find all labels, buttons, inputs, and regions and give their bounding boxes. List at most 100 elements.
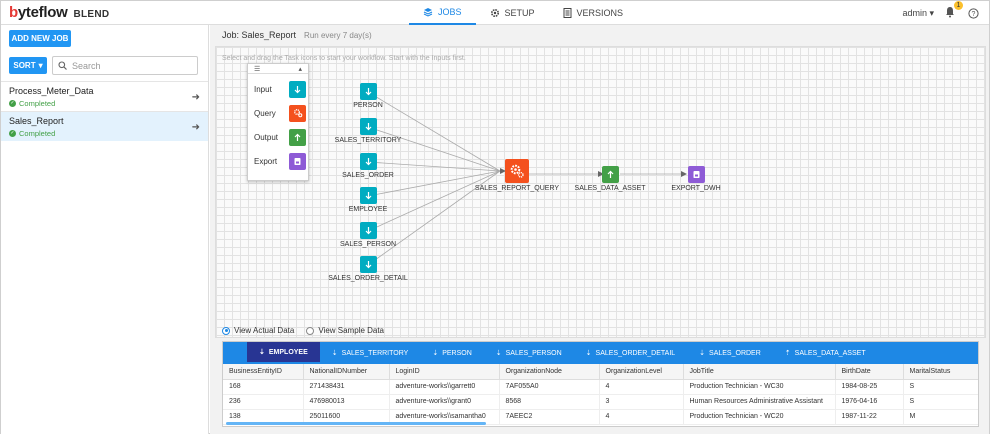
table-cell: S [903,394,978,410]
node-label: SALES_ORDER [342,172,394,179]
svg-text:?: ? [972,11,976,18]
job-list: Process_Meter_Data ✓Completed ➜ Sales_Re… [1,81,208,141]
data-tab-employee[interactable]: ⇣EMPLOYEE [247,342,320,364]
data-tab-sales-person[interactable]: ⇣SALES_PERSON [484,342,574,364]
data-table: BusinessEntityID NationalIDNumber LoginI… [223,364,978,425]
job-name: Process_Meter_Data [9,86,94,96]
column-header[interactable]: OrganizationLevel [599,364,684,380]
arrow-down-icon: ⇣ [432,350,439,357]
table-cell: adventure-works\\garrett0 [389,379,500,395]
workflow-node-input[interactable]: SALES_PERSON [319,222,417,248]
database-icon[interactable] [289,152,306,170]
palette-item-input[interactable]: Input [254,80,306,98]
data-tab-person[interactable]: ⇣PERSON [420,342,483,364]
column-header[interactable]: MaritalStatus [903,364,978,380]
nav-tab-label: VERSIONS [576,8,624,18]
job-status: ✓Completed [9,129,200,138]
palette-item-label: Output [254,132,279,142]
node-label: SALES_PERSON [339,241,397,248]
table-cell: 1984-08-25 [835,379,904,395]
job-item-sales-report[interactable]: Sales_Report ✓Completed ➜ [1,111,208,141]
sort-label: SORT [13,61,36,70]
arrow-down-icon: ⇣ [585,350,592,357]
table-cell: Production Technician - WC30 [683,379,836,395]
user-menu[interactable]: admin ▾ [902,8,934,19]
nav-tab-versions[interactable]: VERSIONS [549,1,638,25]
question-circle-icon[interactable]: ? [968,7,979,19]
user-area: admin ▾ 1 ? [902,1,979,25]
workflow-node-output[interactable]: SALES_DATA_ASSET [570,166,650,192]
nav-tab-setup[interactable]: SETUP [476,1,549,25]
horizontal-scrollbar[interactable] [226,422,486,425]
column-header[interactable]: OrganizationNode [499,364,600,380]
caret-up-icon[interactable]: ▴ [298,65,302,73]
workflow-node-export[interactable]: EXPORT_DWH [661,166,731,192]
data-tab-sales-data-asset[interactable]: ⇡SALES_DATA_ASSET [773,342,878,364]
workflow-node-input[interactable]: SALES_TERRITORY [319,118,417,144]
view-sample-data-radio[interactable]: View Sample Data [306,326,384,335]
arrow-up-icon [601,166,619,183]
column-header[interactable]: BirthDate [835,364,904,380]
node-label: EMPLOYEE [348,206,388,213]
arrow-down-icon: ⇣ [699,350,706,357]
table-cell: 168 [223,379,304,395]
check-circle-icon: ✓ [9,100,16,107]
job-status: ✓Completed [9,99,200,108]
data-tab-sales-territory[interactable]: ⇣SALES_TERRITORY [320,342,421,364]
table-row[interactable]: 236 476980013 adventure-works\\grant0 85… [223,394,978,410]
add-new-job-button[interactable]: ADD NEW JOB [9,30,71,47]
column-header[interactable]: JobTitle [683,364,836,380]
workflow-canvas[interactable]: Select and drag the Task icons to start … [215,46,986,338]
job-item-process-meter-data[interactable]: Process_Meter_Data ✓Completed ➜ [1,81,208,111]
table-cell: 8568 [499,394,600,410]
gears-icon[interactable] [289,104,306,122]
table-cell: M [903,409,978,425]
table-row[interactable]: 138 25011600 adventure-works\\samantha0 … [223,409,978,425]
notifications-button[interactable]: 1 [944,1,963,20]
main-nav: JOBS SETUP VERSIONS [409,1,637,25]
arrow-down-icon [359,187,377,204]
caret-down-icon: ▾ [38,61,43,70]
arrow-up-icon[interactable] [289,128,306,146]
palette-item-label: Query [254,108,276,118]
bell-icon [946,7,954,18]
arrow-down-icon: ⇣ [331,350,338,357]
menu-icon[interactable]: ☰ [254,65,261,73]
column-header[interactable]: BusinessEntityID [223,364,304,380]
palette-item-export[interactable]: Export [254,152,306,170]
palette-item-query[interactable]: Query [254,104,306,122]
table-row[interactable]: 168 271438431 adventure-works\\garrett0 … [223,379,978,395]
user-name: admin [902,7,927,18]
table-cell: 476980013 [303,394,390,410]
column-header[interactable]: NationalIDNumber [303,364,390,380]
nav-tab-jobs[interactable]: JOBS [409,1,476,25]
arrow-right-icon[interactable]: ➜ [191,92,200,103]
column-header[interactable]: LoginID [389,364,500,380]
node-label: SALES_TERRITORY [334,137,402,144]
workflow-node-input[interactable]: PERSON [319,83,417,109]
workflow-node-input[interactable]: SALES_ORDER_DETAIL [319,256,417,282]
table-cell: adventure-works\\grant0 [389,394,500,410]
palette-item-output[interactable]: Output [254,128,306,146]
workflow-node-input[interactable]: SALES_ORDER [319,153,417,179]
job-name: Sales_Report [9,116,64,126]
arrow-right-icon[interactable]: ➜ [191,122,200,133]
data-tab-sales-order[interactable]: ⇣SALES_ORDER [687,342,773,364]
arrow-down-icon: ⇣ [495,350,502,357]
workflow-node-input[interactable]: EMPLOYEE [319,187,417,213]
sort-button[interactable]: SORT▾ [9,57,47,74]
arrow-down-icon [359,118,377,135]
data-tab-label: SALES_DATA_ASSET [794,349,866,357]
workflow-node-query[interactable]: SALES_REPORT_QUERY [469,159,565,192]
caret-down-icon: ▾ [929,7,934,18]
search-input[interactable] [72,60,190,71]
view-actual-data-radio[interactable]: View Actual Data [222,326,294,335]
data-tab-sales-order-detail[interactable]: ⇣SALES_ORDER_DETAIL [574,342,688,364]
data-tab-label: EMPLOYEE [268,348,308,356]
arrow-down-icon[interactable] [289,80,306,98]
database-icon [687,166,705,183]
product-name: BLEND [73,9,110,20]
